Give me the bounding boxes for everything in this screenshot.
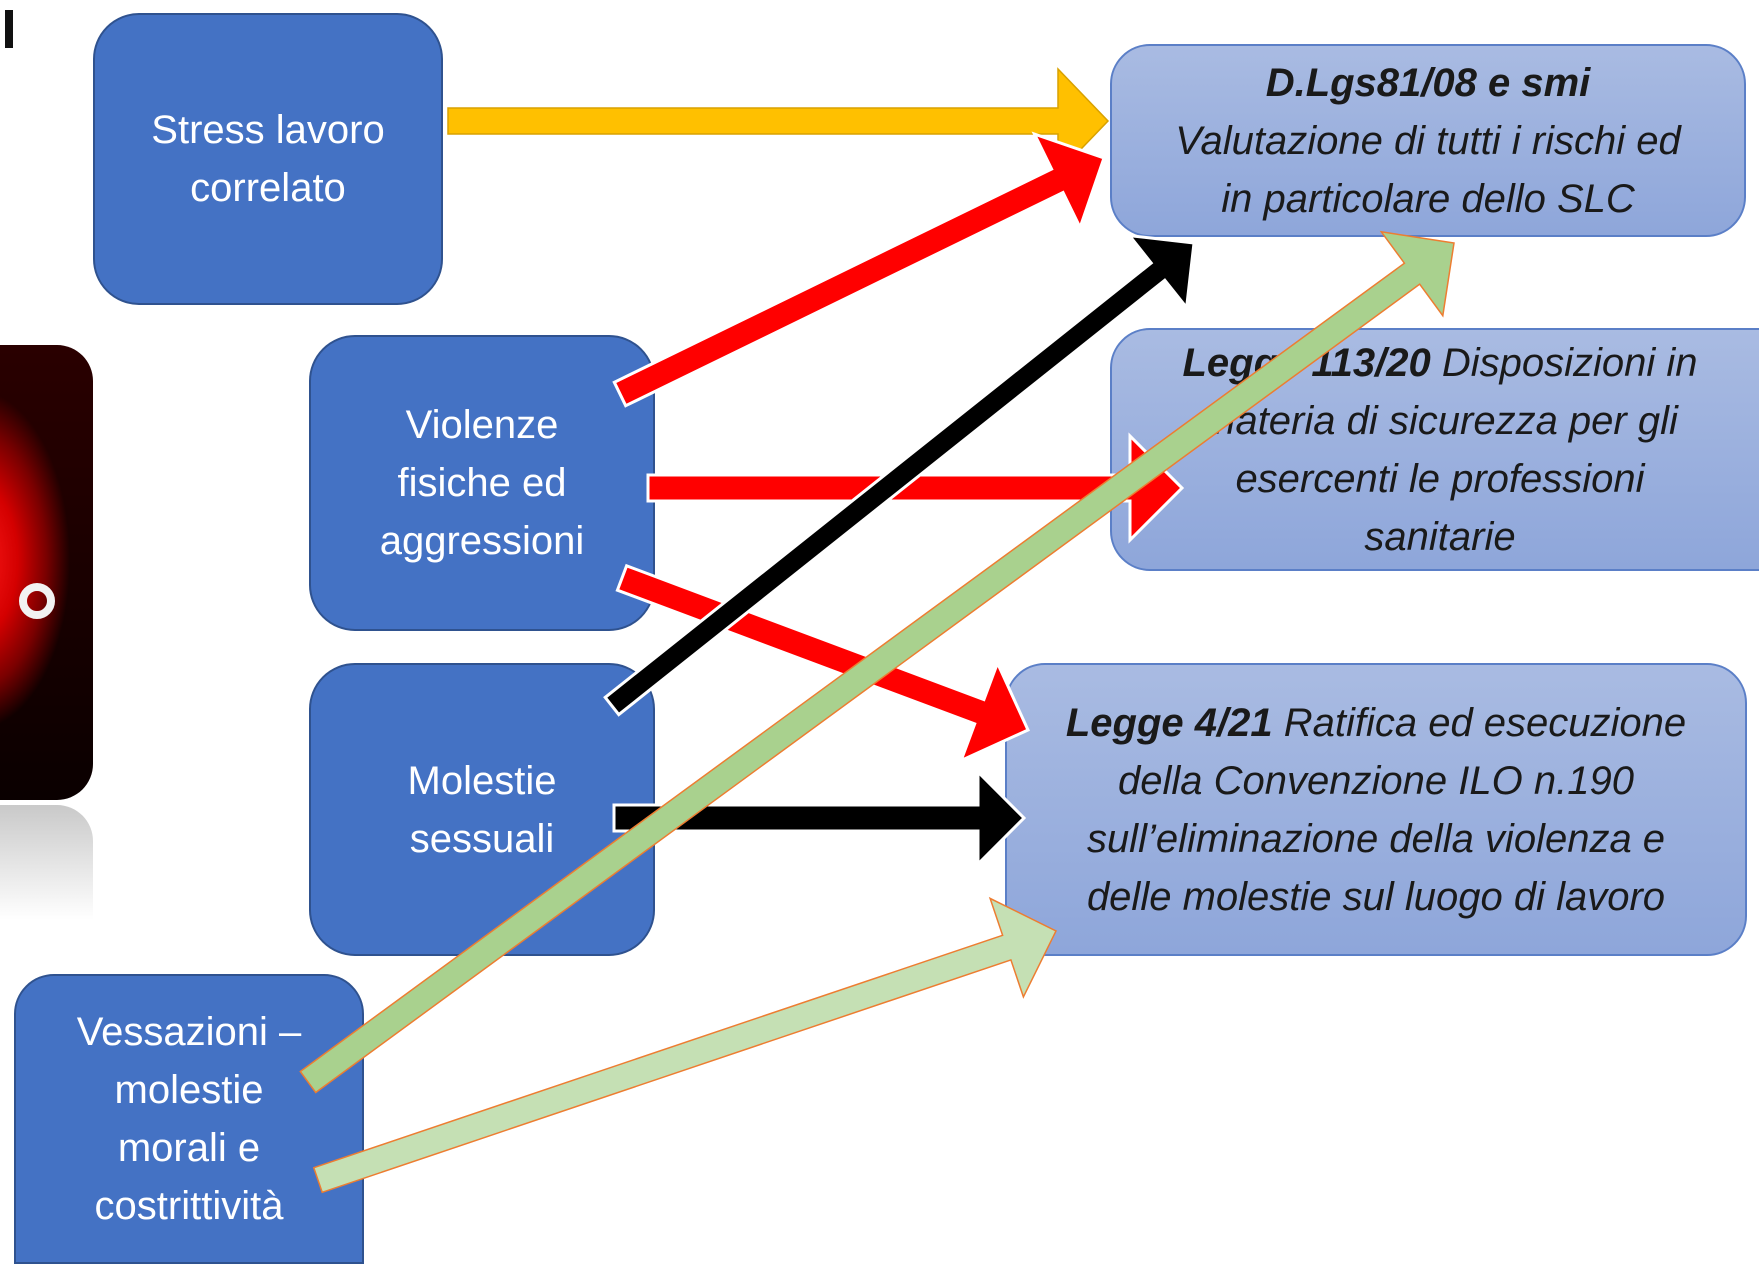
- target-box-legge4: Legge 4/21 Ratifica ed esecuzione della …: [1005, 663, 1747, 956]
- target-legge113-line-4: sanitarie: [1364, 514, 1516, 559]
- target-dlgs-title: D.Lgs81/08 e smi: [1265, 60, 1591, 105]
- source-box-vessazioni: Vessazioni – molestie morali e costritti…: [14, 974, 364, 1264]
- source-vessazioni-line-2: molestie: [114, 1068, 264, 1112]
- source-box-molestie: Molestie sessuali: [309, 663, 655, 956]
- target-legge4-line-3: sull’eliminazione della violenza e: [1086, 816, 1666, 861]
- target-dlgs-line-2: in particolare dello SLC: [1221, 176, 1635, 221]
- corner-mark: [5, 10, 13, 48]
- image-letter-glyph: [19, 583, 55, 619]
- source-box-violenze: Violenze fisiche ed aggressioni: [309, 335, 655, 631]
- arrow-molestie-to-dlgs: [603, 233, 1196, 717]
- source-stress-line-2: correlato: [190, 166, 346, 210]
- target-legge113-line-3: esercenti le professioni: [1235, 456, 1645, 501]
- source-vessazioni-line-1: Vessazioni –: [76, 1010, 302, 1054]
- target-legge4-line-4: delle molestie sul luogo di lavoro: [1086, 874, 1666, 919]
- image-reflection: [0, 805, 93, 920]
- target-legge113-line-2: materia di sicurezza per gli: [1202, 398, 1678, 443]
- arrow-violenze-to-dlgs: [612, 131, 1106, 408]
- source-vessazioni-line-4: costrittività: [94, 1184, 284, 1228]
- arrow-vessazioni-to-legge4: [312, 896, 1058, 1194]
- target-legge4-line-2: della Convenzione ILO n.190: [1118, 758, 1634, 803]
- source-violenze-line-2: fisiche ed: [397, 461, 567, 505]
- target-box-dlgs: D.Lgs81/08 e smi Valutazione di tutti i …: [1110, 44, 1746, 237]
- source-stress-line-1: Stress lavoro: [151, 108, 385, 152]
- arrow-vessazioni-to-dlgs: [299, 230, 1455, 1094]
- source-molestie-line-1: Molestie: [407, 758, 557, 803]
- source-molestie-line-2: sessuali: [409, 816, 555, 861]
- source-vessazioni-line-3: morali e: [117, 1126, 261, 1170]
- decorative-image: [0, 345, 93, 800]
- source-violenze-line-3: aggressioni: [379, 519, 585, 563]
- source-violenze-line-1: Violenze: [405, 403, 559, 447]
- target-legge4-line-1: Legge 4/21 Ratifica ed esecuzione: [1065, 700, 1687, 745]
- target-box-legge113: Legge 113/20 Disposizioni in materia di …: [1110, 328, 1759, 571]
- arrow-stress-to-dlgs: [447, 67, 1110, 175]
- target-dlgs-line-1: Valutazione di tutti i rischi ed: [1175, 118, 1681, 163]
- source-box-stress: Stress lavoro correlato: [93, 13, 443, 305]
